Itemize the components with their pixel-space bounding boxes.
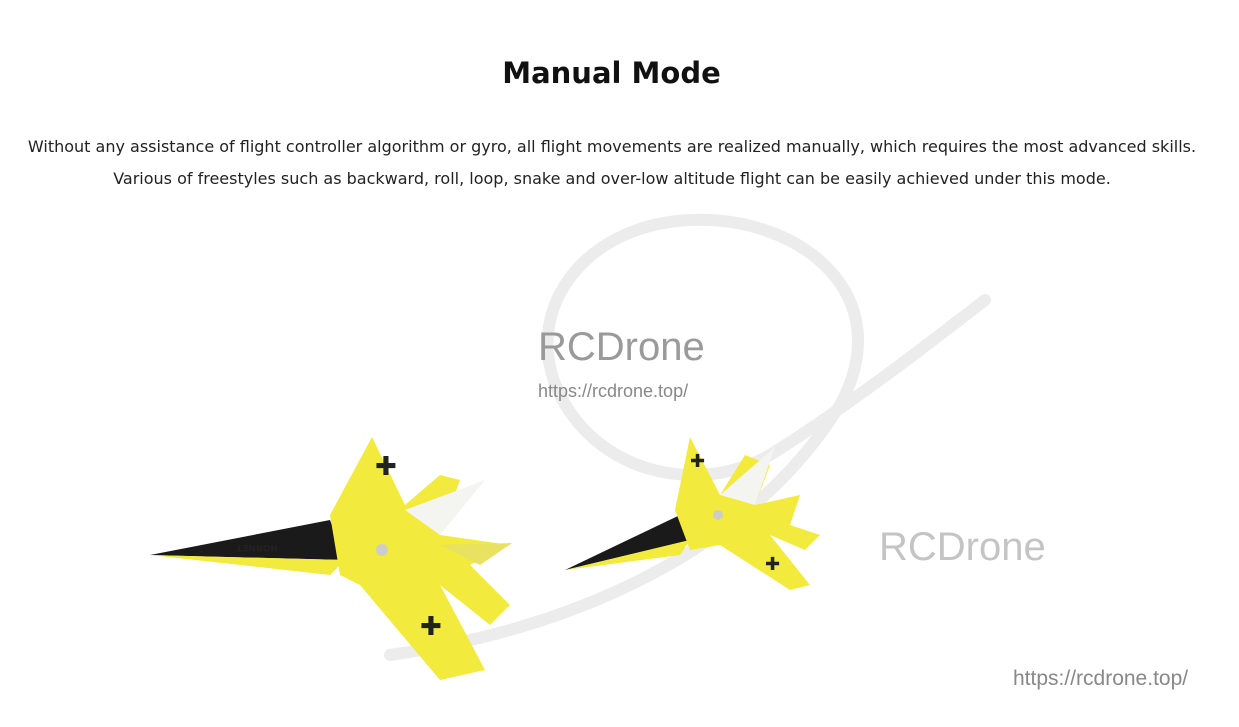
plane-marking-cross-icon: ✚ <box>690 451 705 472</box>
plane-small: ✚ ✚ <box>565 437 820 590</box>
watermark-brand: RCDrone <box>538 325 705 369</box>
plane-marking-cross-icon: ✚ <box>420 612 442 642</box>
watermark-url: https://rcdrone.top/ <box>538 381 689 401</box>
product-image-manual-mode: ✚ ✚ HORNET ✚ ✚ RCDrone https://rcdrone.t… <box>0 205 1239 727</box>
watermark-url-secondary: https://rcdrone.top/ <box>1013 667 1189 690</box>
section-description: Without any assistance of flight control… <box>27 137 1197 188</box>
plane-large: ✚ ✚ HORNET <box>150 437 512 680</box>
plane-label: HORNET <box>235 542 278 552</box>
plane-marking-cross-icon: ✚ <box>375 452 397 482</box>
watermark-brand-secondary: RCDrone <box>879 525 1046 569</box>
section-title: Manual Mode <box>502 56 721 90</box>
flight-illustration: ✚ ✚ HORNET ✚ ✚ <box>150 213 991 680</box>
plane-marking-cross-icon: ✚ <box>765 554 780 575</box>
